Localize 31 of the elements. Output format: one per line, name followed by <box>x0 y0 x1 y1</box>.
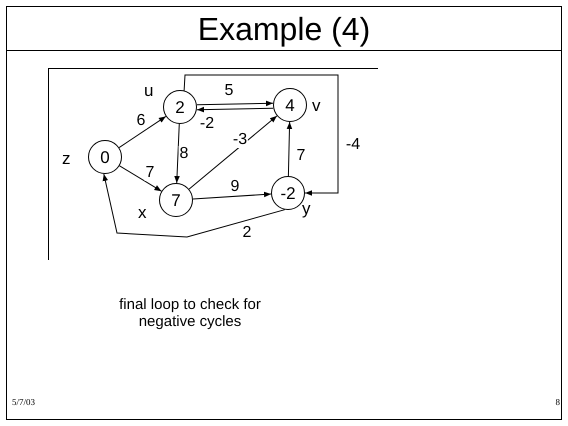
arrow <box>118 116 166 148</box>
arrow <box>286 122 292 176</box>
vertex-circle <box>163 90 197 124</box>
distance-value: -2 <box>280 184 296 202</box>
vertex-circle <box>88 140 122 174</box>
arrow <box>196 100 274 106</box>
vertex-circle <box>159 183 193 217</box>
vertex-name: x <box>138 204 146 221</box>
edge-weight: 6 <box>136 113 146 129</box>
vertex-name: v <box>312 97 320 114</box>
arrow <box>184 74 338 196</box>
slide-title: Example (4) <box>196 13 372 45</box>
distance-value: 2 <box>175 98 185 116</box>
arrow <box>188 115 278 190</box>
vertex-name: y <box>302 200 310 217</box>
caption-text: final loop to check for negative cycles <box>118 297 262 330</box>
date-text: 5/7/03 <box>12 398 36 408</box>
edge-weight: 7 <box>144 165 156 181</box>
arrow <box>102 173 286 238</box>
arrow <box>174 123 180 184</box>
arrow <box>119 165 162 192</box>
arrow <box>192 192 272 200</box>
vertex-name: z <box>62 150 70 167</box>
distance-value: 0 <box>100 148 110 166</box>
vertex-name: u <box>144 82 154 99</box>
vertex-circle <box>273 88 307 122</box>
edge-weight: -3 <box>232 132 248 148</box>
page-number: 8 <box>554 398 560 408</box>
distance-value: 4 <box>285 96 295 114</box>
distance-value: 7 <box>171 192 181 208</box>
arrow <box>196 106 274 112</box>
